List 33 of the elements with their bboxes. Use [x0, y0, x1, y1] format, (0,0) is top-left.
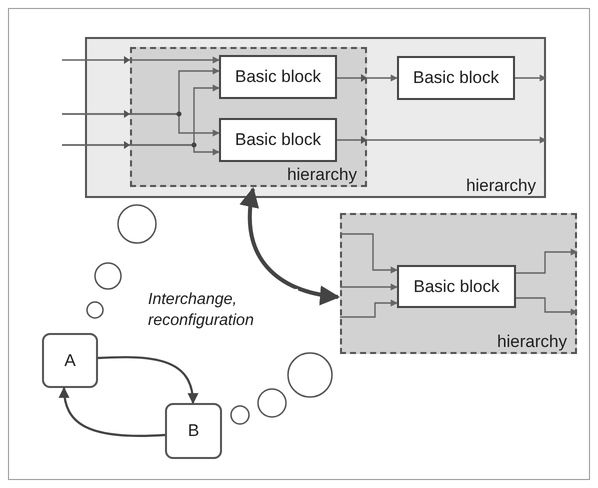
- node-label: Basic block: [235, 67, 321, 87]
- arrow: [340, 233, 398, 274]
- node-label: hierarchy: [466, 176, 536, 196]
- hierarchy-box: [340, 213, 577, 354]
- arrow: [337, 136, 547, 144]
- arrow: [340, 284, 398, 290]
- arrow: [515, 74, 547, 82]
- arrow: [62, 56, 220, 64]
- arrow: [62, 144, 220, 156]
- block-box: [219, 55, 337, 99]
- node-label: hierarchy: [287, 165, 357, 185]
- block-box: [219, 118, 337, 162]
- hierarchy-box: [85, 37, 546, 198]
- arrow: [340, 300, 398, 318]
- arrow: [337, 74, 398, 82]
- arrow: [59, 386, 166, 437]
- state-box: [165, 403, 222, 459]
- arrow: [240, 187, 340, 305]
- hierarchy-box: [130, 47, 367, 187]
- node-label: A: [64, 350, 76, 370]
- arrow: [98, 356, 198, 404]
- block-box: [397, 265, 516, 308]
- arrow: [62, 113, 220, 136]
- node-label: hierarchy: [497, 332, 567, 352]
- node-label: Basic block: [235, 130, 321, 150]
- edge-label: Interchange, reconfiguration: [148, 289, 298, 331]
- state-box: [42, 333, 98, 388]
- node-label: B: [188, 421, 200, 441]
- arrow: [516, 297, 578, 316]
- node-label: Basic block: [413, 68, 499, 88]
- block-box: [397, 56, 515, 100]
- arrow: [516, 248, 578, 274]
- node-label: Basic block: [414, 276, 500, 296]
